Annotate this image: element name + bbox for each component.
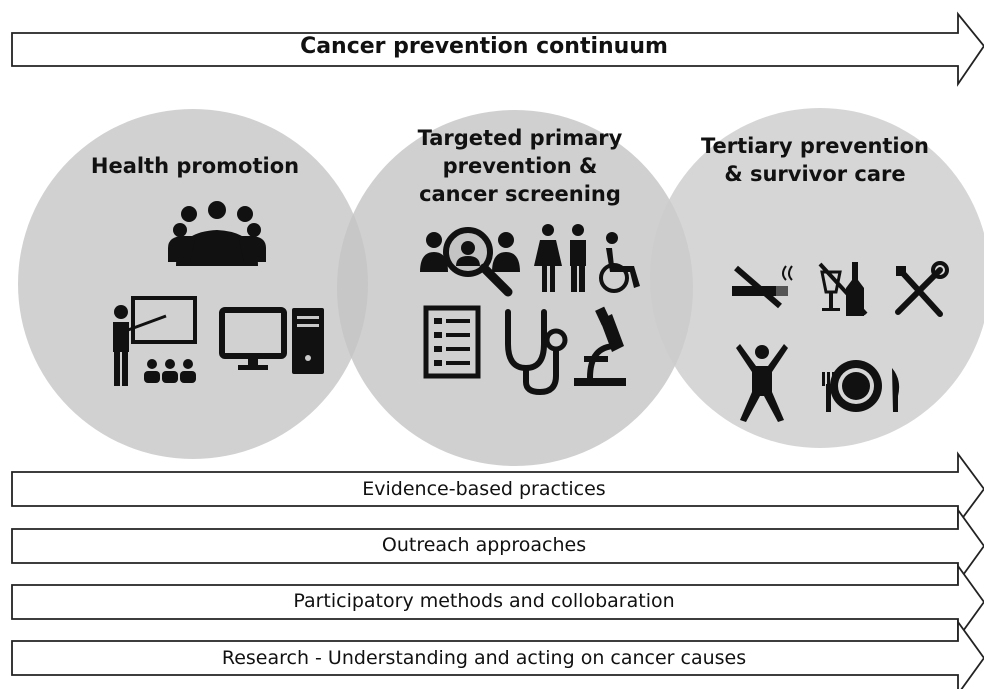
microscope-icon bbox=[574, 306, 626, 386]
health-promotion-title: Health promotion bbox=[90, 154, 300, 178]
teacher-presentation-icon bbox=[113, 296, 197, 386]
no-alcohol-icon bbox=[816, 258, 870, 318]
tools-icon bbox=[895, 261, 949, 317]
checklist-icon bbox=[423, 305, 481, 379]
targeted-prevention-title: Targeted primary prevention & cancer scr… bbox=[417, 126, 623, 206]
exercise-icon bbox=[736, 340, 788, 424]
continuum-label: Cancer prevention continuum bbox=[300, 34, 668, 59]
band-arrow-4 bbox=[11, 619, 984, 689]
band-arrow-3 bbox=[11, 563, 984, 641]
magnifier-people-icon bbox=[420, 227, 520, 297]
band-arrow-2 bbox=[11, 507, 984, 585]
stethoscope-icon bbox=[505, 309, 568, 396]
band-arrow-1 bbox=[11, 451, 984, 527]
circle-health-promotion bbox=[18, 109, 368, 459]
band-label-evidence: Evidence-based practices bbox=[362, 478, 606, 500]
people-wheelchair-icon bbox=[534, 224, 640, 293]
band-label-outreach: Outreach approaches bbox=[381, 534, 587, 556]
band-label-research: Research - Understanding and acting on c… bbox=[221, 647, 747, 669]
band-label-participatory: Participatory methods and collobaration bbox=[293, 590, 675, 612]
no-smoking-icon bbox=[722, 262, 802, 310]
continuum-arrow bbox=[11, 11, 984, 87]
band-arrows bbox=[11, 451, 984, 689]
group-meeting-icon bbox=[168, 201, 266, 266]
tertiary-prevention-title: Tertiary prevention & survivor care bbox=[700, 134, 930, 186]
plate-cutlery-icon bbox=[822, 360, 900, 412]
desktop-computer-icon bbox=[219, 307, 324, 374]
